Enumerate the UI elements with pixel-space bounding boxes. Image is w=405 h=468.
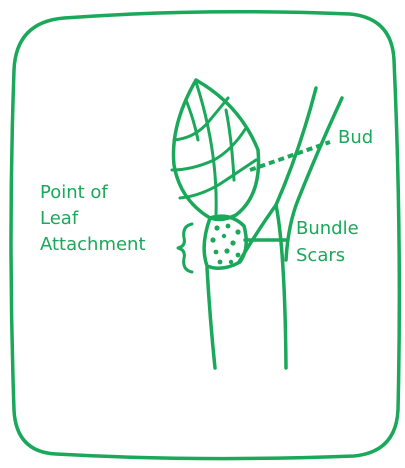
bundle-scar-dots [210,224,240,265]
attachment-label-line-2: Leaf [40,208,79,229]
bundle-scars-label-line-2: Scars [296,245,345,266]
stem-left-edge [207,268,215,368]
twig-branch-left [276,88,316,205]
attachment-label-line-1: Point of [40,182,108,203]
attachment-label-line-3: Attachment [40,234,146,255]
bundle-scars-label-line-1: Bundle [296,218,359,239]
leaf-scar-outline [204,216,246,268]
attachment-brace [178,224,192,272]
bud-label: Bud [338,127,373,148]
